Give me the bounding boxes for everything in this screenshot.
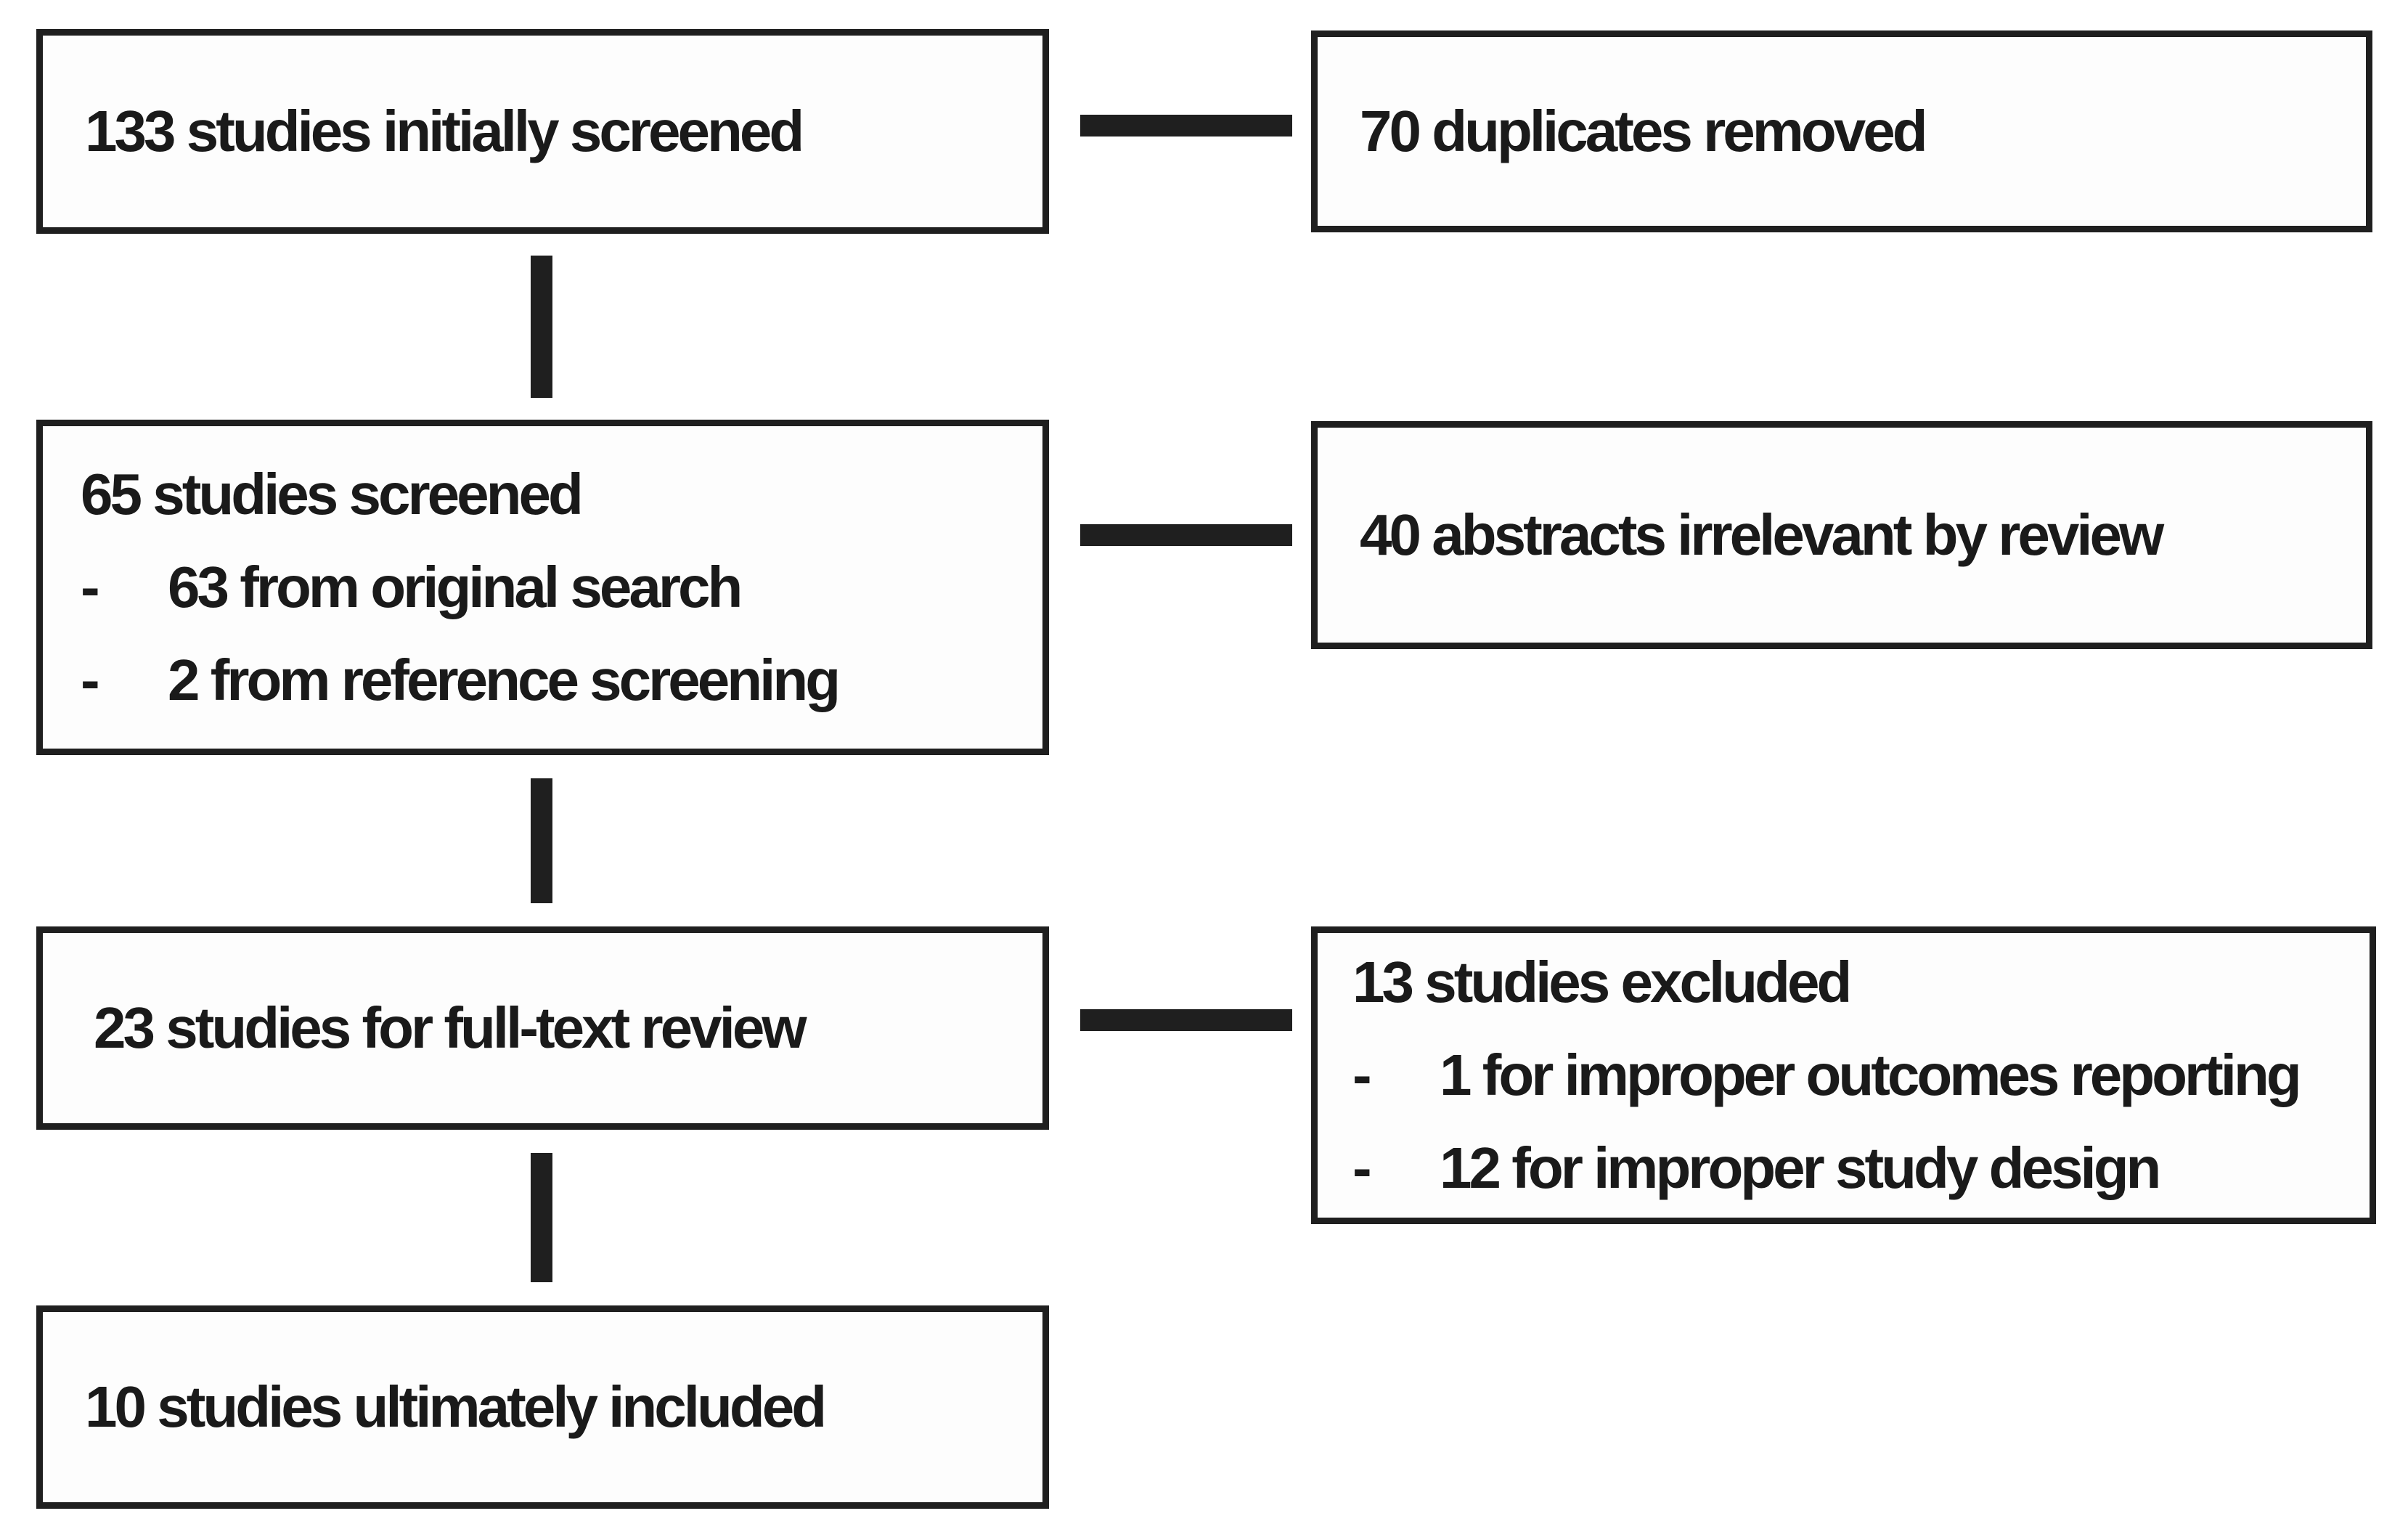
bullet-text: 63 from original search: [168, 555, 743, 619]
connector-vertical-2: [531, 778, 552, 903]
node-title: 10 studies ultimately included: [85, 1374, 827, 1439]
node-title: 70 duplicates removed: [1360, 99, 1928, 163]
node-title: 65 studies screened: [81, 462, 584, 526]
connector-horizontal-row1: [1080, 115, 1292, 136]
node-full-text-review: 23 studies for full-text review: [36, 926, 1049, 1130]
bullet-marker: -: [1352, 1136, 1372, 1200]
bullet-item: - 12 for improper study design: [1352, 1122, 2370, 1215]
bullet-item: - 2 from reference screening: [81, 634, 1042, 727]
connector-vertical-1: [531, 256, 552, 398]
bullet-marker: -: [1352, 1043, 1372, 1107]
node-ultimately-included: 10 studies ultimately included: [36, 1305, 1049, 1509]
node-duplicates-removed: 70 duplicates removed: [1311, 30, 2372, 232]
node-initially-screened: 133 studies initially screened: [36, 29, 1049, 234]
bullet-marker: -: [81, 555, 100, 619]
bullet-text: 2 from reference screening: [168, 648, 841, 712]
connector-vertical-3: [531, 1153, 552, 1282]
node-title: 133 studies initially screened: [85, 99, 804, 163]
bullet-text: 12 for improper study design: [1440, 1136, 2161, 1200]
node-abstracts-irrelevant: 40 abstracts irrelevant by review: [1311, 421, 2372, 649]
connector-horizontal-row3: [1080, 1009, 1292, 1031]
bullet-item: - 1 for improper outcomes reporting: [1352, 1029, 2370, 1122]
node-studies-screened: 65 studies screened - 63 from original s…: [36, 420, 1049, 755]
bullet-item: - 63 from original search: [81, 541, 1042, 634]
bullet-marker: -: [81, 648, 100, 712]
node-title: 40 abstracts irrelevant by review: [1360, 502, 2164, 567]
node-studies-excluded: 13 studies excluded - 1 for improper out…: [1311, 926, 2376, 1224]
node-title: 13 studies excluded: [1352, 950, 1852, 1014]
connector-horizontal-row2: [1080, 524, 1292, 546]
bullet-text: 1 for improper outcomes reporting: [1440, 1043, 2302, 1107]
node-title: 23 studies for full-text review: [94, 995, 807, 1060]
